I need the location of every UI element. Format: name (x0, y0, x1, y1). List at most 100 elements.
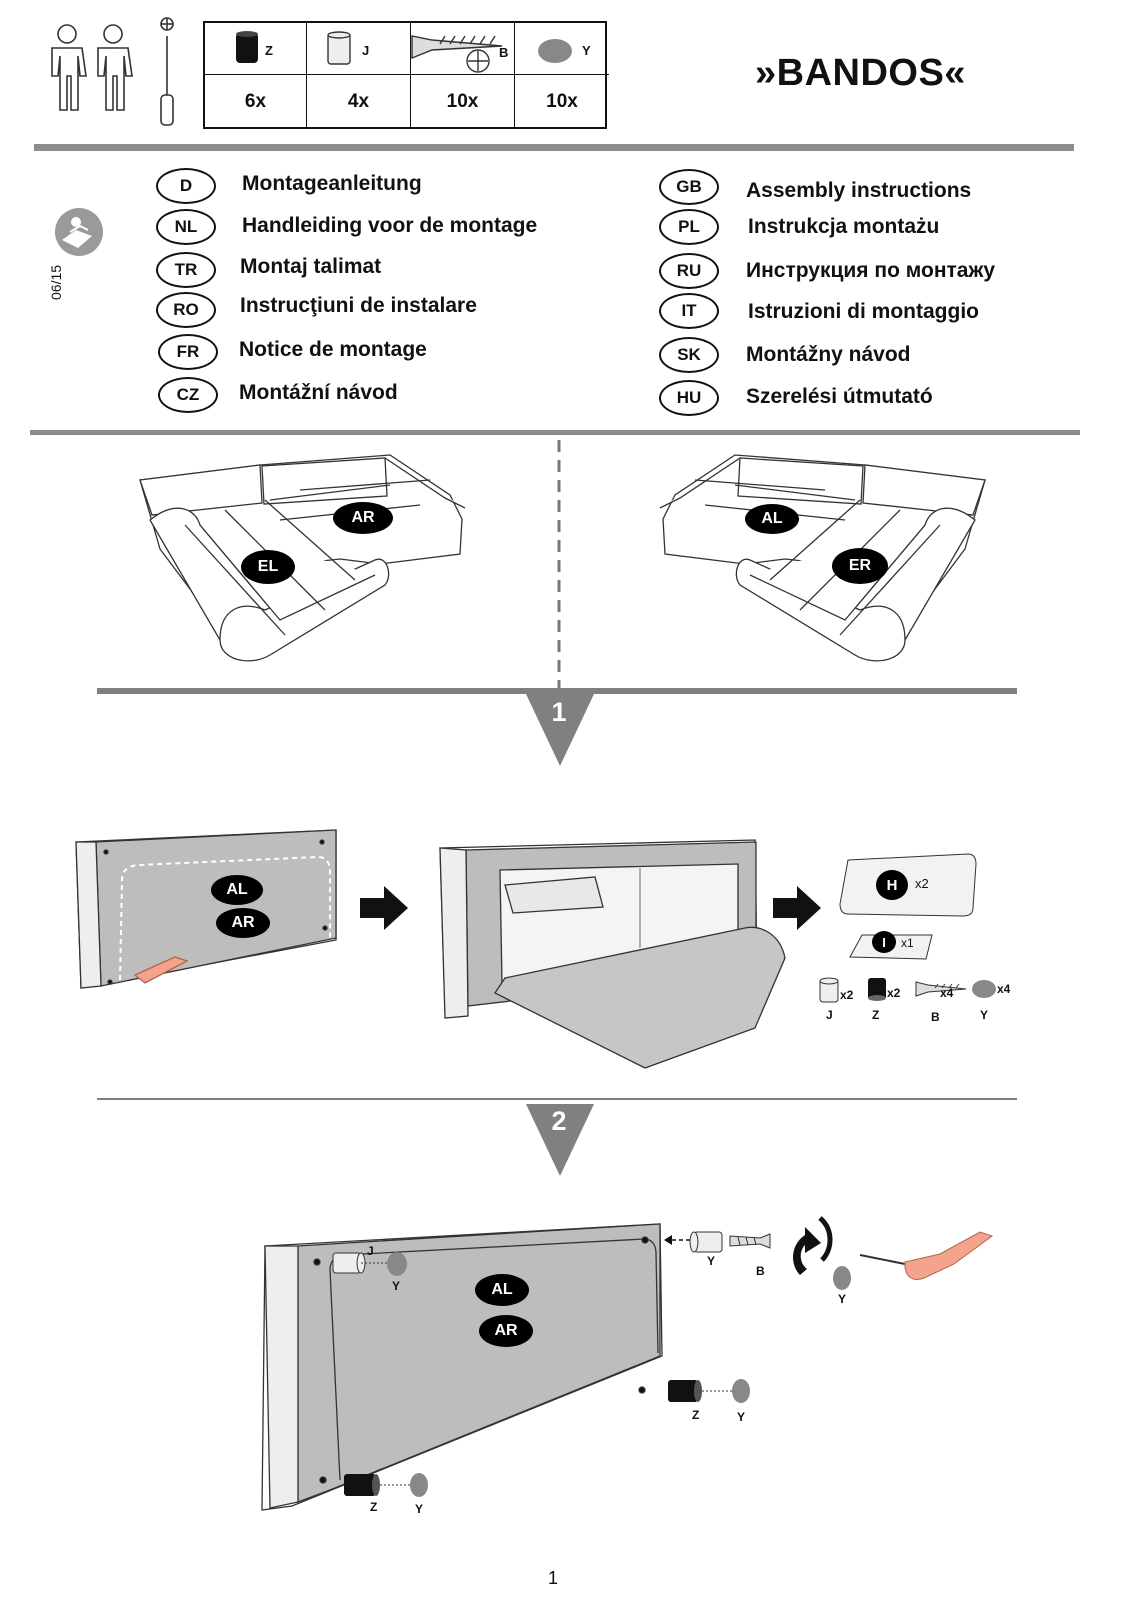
hardware-y-icon (972, 980, 996, 998)
arrow-right-icon (773, 886, 821, 930)
step1-tag-al: AL (211, 875, 263, 905)
variant-tag-el: EL (241, 550, 295, 584)
label-z-bottom: Z (370, 1500, 378, 1514)
y-pad-top (387, 1252, 407, 1276)
z-connector-right (668, 1380, 702, 1402)
z-connector-bottom (344, 1474, 380, 1496)
bag-h-label: H (876, 870, 908, 900)
hardware-y-qty: x4 (997, 982, 1011, 996)
lang-text-ro: Instrucţiuni de instalare (240, 294, 477, 317)
back-panel-closed (75, 829, 337, 989)
lang-text-fr: Notice de montage (239, 338, 427, 361)
part-y-label: Y (582, 43, 591, 58)
j-connector-detail (689, 1231, 723, 1253)
header-graphics (34, 17, 1074, 151)
label-b-detail: B (756, 1264, 765, 1278)
sofa-right-variant (659, 454, 986, 662)
part-b-screw-icon (411, 35, 503, 73)
part-qty-j: 4x (307, 75, 411, 129)
label-z-right: Z (692, 1408, 700, 1422)
hardware-j-icon (819, 977, 839, 1003)
lang-code-cz: CZ (158, 377, 218, 413)
lang-code-nl: NL (156, 209, 216, 245)
lang-text-d: Montageanleitung (242, 172, 422, 195)
lang-text-hu: Szerelési útmutató (746, 385, 933, 408)
page-number: 1 (548, 1568, 559, 1588)
header-divider (34, 144, 1074, 151)
part-j-icon (327, 31, 351, 65)
part-z-label: Z (265, 43, 273, 58)
step2-divider (97, 1098, 1017, 1100)
label-j: J (367, 1244, 374, 1258)
y-pad-bottom (410, 1473, 428, 1497)
label-y-top: Y (392, 1279, 401, 1293)
lang-code-hu: HU (659, 380, 719, 416)
lang-code-pl: PL (659, 209, 719, 245)
lang-code-fr: FR (158, 334, 218, 370)
label-y-bottom: Y (415, 1502, 424, 1516)
hardware-z-qty: x2 (887, 986, 901, 1000)
lang-text-sk: Montážny návod (746, 343, 911, 366)
part-cell-b: B (411, 23, 515, 75)
parts-table: Z J B Y 6x 4x 10x 10x (203, 21, 609, 129)
lang-code-tr: TR (156, 252, 216, 288)
lang-text-tr: Montaj talimat (240, 255, 382, 278)
variant-tag-er: ER (832, 548, 888, 584)
y-pad-detail (833, 1266, 851, 1290)
step1-divider (97, 688, 1017, 694)
hardware-b-icon (915, 981, 967, 997)
part-z-icon (236, 31, 258, 63)
variant-tag-al: AL (745, 504, 799, 534)
step2-tag-ar: AR (479, 1315, 533, 1347)
label-y-detail: Y (707, 1254, 716, 1268)
part-cell-z: Z (205, 23, 307, 75)
lang-text-nl: Handleiding voor de montage (242, 214, 538, 237)
bag-h-qty: x2 (915, 876, 929, 891)
step2-number: 2 (551, 1106, 567, 1136)
part-y-icon (538, 39, 572, 63)
screwdriver-hand-icon (859, 1231, 994, 1280)
read-manual-icon (55, 208, 103, 256)
sofa-variants-illustration (97, 440, 1017, 766)
languages-divider (30, 430, 1080, 435)
hardware-b-qty: x4 (940, 986, 954, 1000)
part-qty-z: 6x (205, 75, 307, 129)
hardware-b-code: B (931, 1010, 940, 1024)
hardware-y-code: Y (980, 1008, 989, 1022)
step2-tag-al: AL (475, 1274, 529, 1306)
screwdriver-icon (160, 17, 174, 126)
lang-code-ru: RU (659, 253, 719, 289)
y-pad-right (732, 1379, 750, 1403)
lang-text-ru: Инструкция по монтажу (746, 259, 996, 282)
step1-number: 1 (551, 697, 567, 727)
hardware-z-code: Z (872, 1008, 880, 1022)
lang-text-gb: Assembly instructions (746, 179, 972, 202)
part-b-label: B (499, 45, 509, 60)
lang-code-gb: GB (659, 169, 719, 205)
step1-illustration (75, 829, 1017, 1100)
part-j-label: J (362, 43, 370, 58)
variant-tag-ar: AR (333, 502, 393, 534)
screw-b-detail (729, 1233, 771, 1249)
rotate-arrow-icon (793, 1227, 821, 1275)
lang-text-cz: Montážní návod (239, 381, 398, 404)
lang-text-pl: Instrukcja montażu (748, 215, 940, 238)
label-y-screw: Y (838, 1292, 847, 1306)
lang-code-it: IT (659, 293, 719, 329)
lang-code-sk: SK (659, 337, 719, 373)
lang-text-it: Istruzioni di montaggio (748, 300, 979, 323)
part-cell-y: Y (515, 23, 609, 75)
bag-i-qty: x1 (901, 936, 914, 950)
part-qty-b: 10x (411, 75, 515, 129)
step1-marker (526, 694, 594, 766)
part-cell-j: J (307, 23, 411, 75)
bag-h (839, 853, 977, 917)
hardware-j-qty: x2 (840, 988, 854, 1002)
back-panel-assembly (261, 1223, 663, 1511)
bag-i-label: I (872, 931, 896, 953)
step2-marker (526, 1104, 594, 1176)
j-connector (332, 1252, 366, 1274)
two-persons-icon (51, 24, 133, 111)
arrow-right-icon (360, 886, 408, 930)
